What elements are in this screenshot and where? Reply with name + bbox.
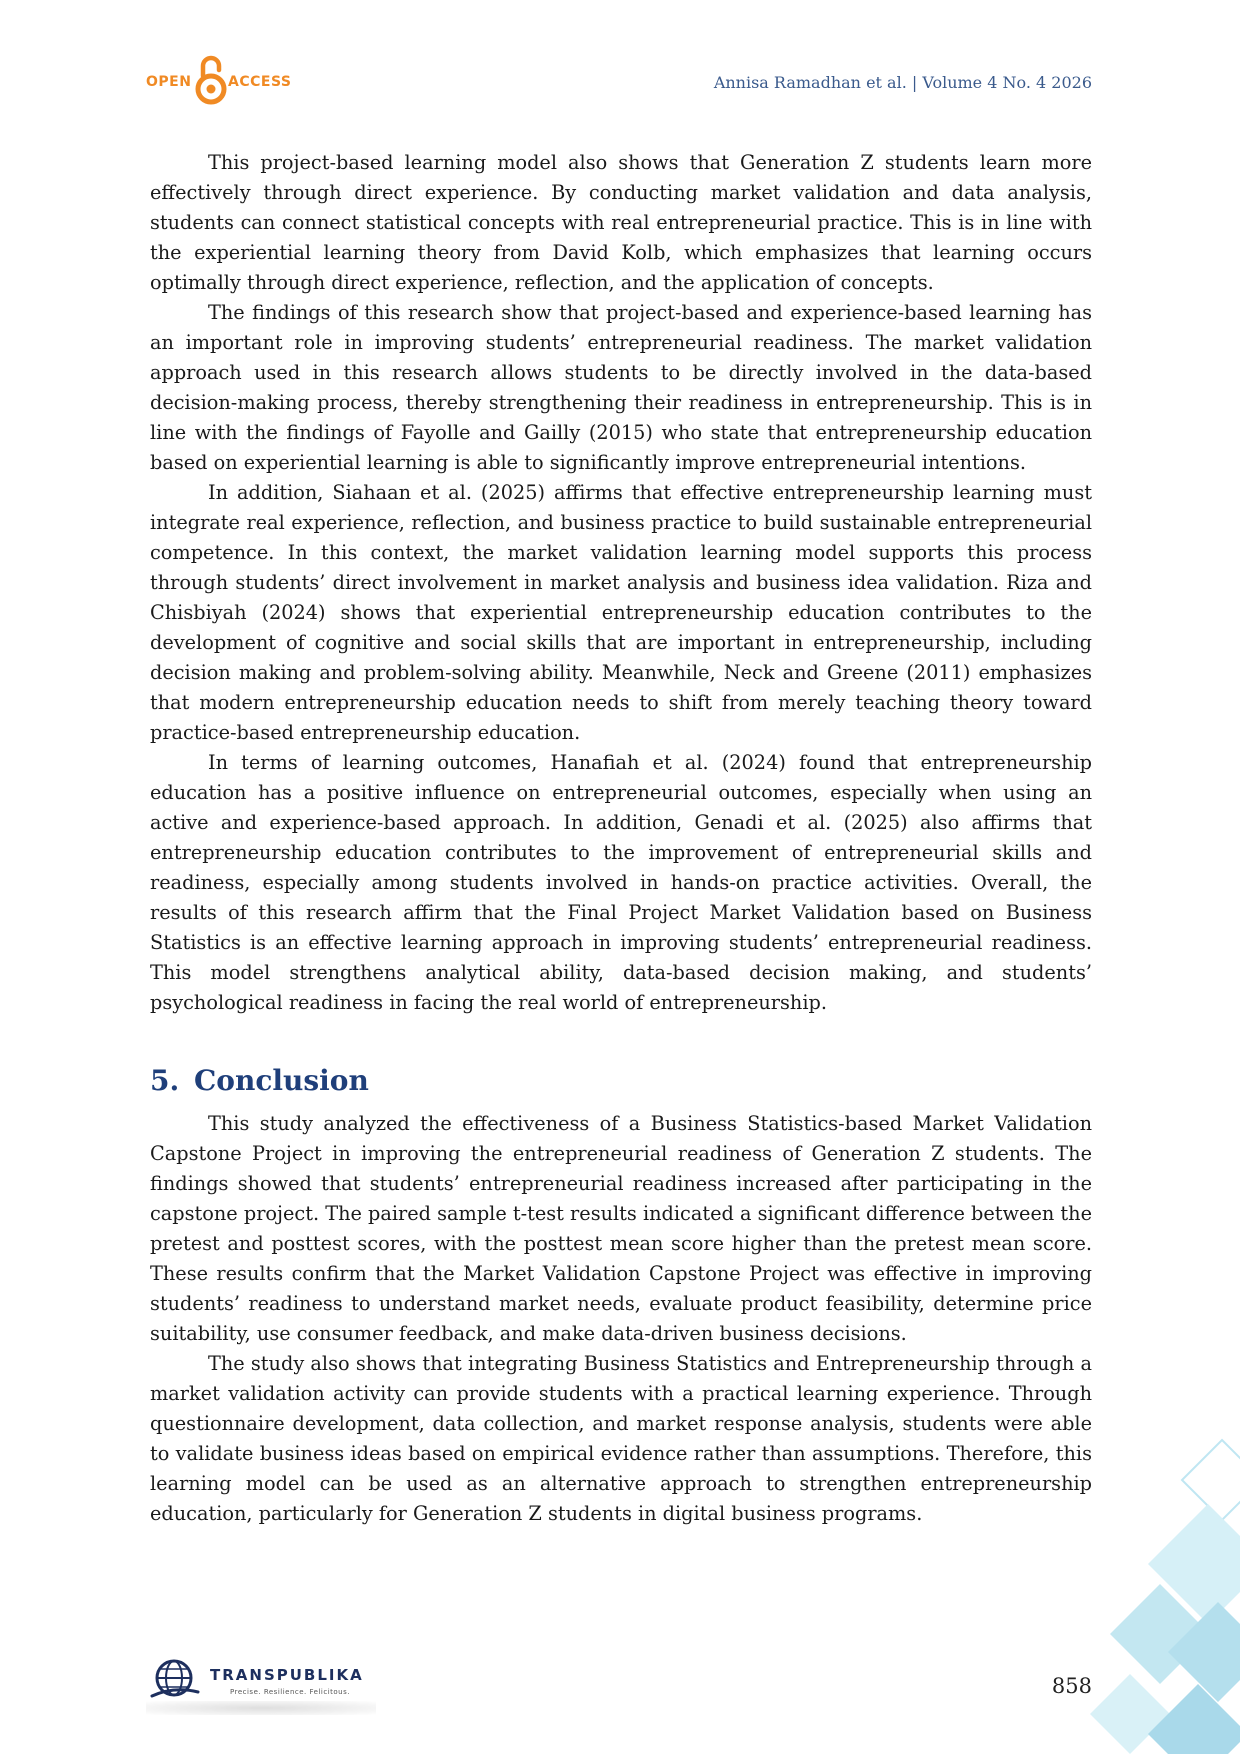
publisher-name: TRANSPUBLIKA bbox=[210, 1666, 364, 1684]
running-head: Annisa Ramadhan et al. | Volume 4 No. 4 … bbox=[713, 73, 1092, 92]
conclusion-paragraph-1: This study analyzed the effectiveness of… bbox=[150, 1112, 1092, 1345]
decorative-diamonds bbox=[1090, 1438, 1240, 1754]
body-paragraph-4: In terms of learning outcomes, Hanafiah … bbox=[150, 751, 1092, 1014]
section-number: 5. bbox=[150, 1064, 180, 1097]
open-access-logo-access: ACCESS bbox=[228, 74, 292, 90]
body-paragraph-2: The findings of this research show that … bbox=[150, 301, 1092, 474]
conclusion-paragraph-2: The study also shows that integrating Bu… bbox=[150, 1352, 1092, 1525]
body-paragraph-3: In addition, Siahaan et al. (2025) affir… bbox=[150, 481, 1092, 744]
open-access-logo: OPEN ACCESS bbox=[146, 54, 306, 106]
logo-shadow bbox=[146, 1701, 376, 1715]
open-lock-icon bbox=[195, 55, 227, 105]
publisher-logo: TRANSPUBLIKA Precise. Resilience. Felici… bbox=[146, 1656, 386, 1716]
section-heading-conclusion: 5. Conclusion bbox=[150, 1063, 1092, 1099]
publisher-tagline: Precise. Resilience. Felicitous. bbox=[230, 1688, 350, 1696]
page-number: 858 bbox=[1051, 1674, 1092, 1698]
open-access-logo-open: OPEN bbox=[146, 74, 192, 90]
globe-icon bbox=[150, 1659, 200, 1698]
body-paragraph-1: This project-based learning model also s… bbox=[150, 151, 1092, 294]
article-body: This project-based learning model also s… bbox=[150, 148, 1092, 1529]
section-title: Conclusion bbox=[194, 1064, 369, 1097]
